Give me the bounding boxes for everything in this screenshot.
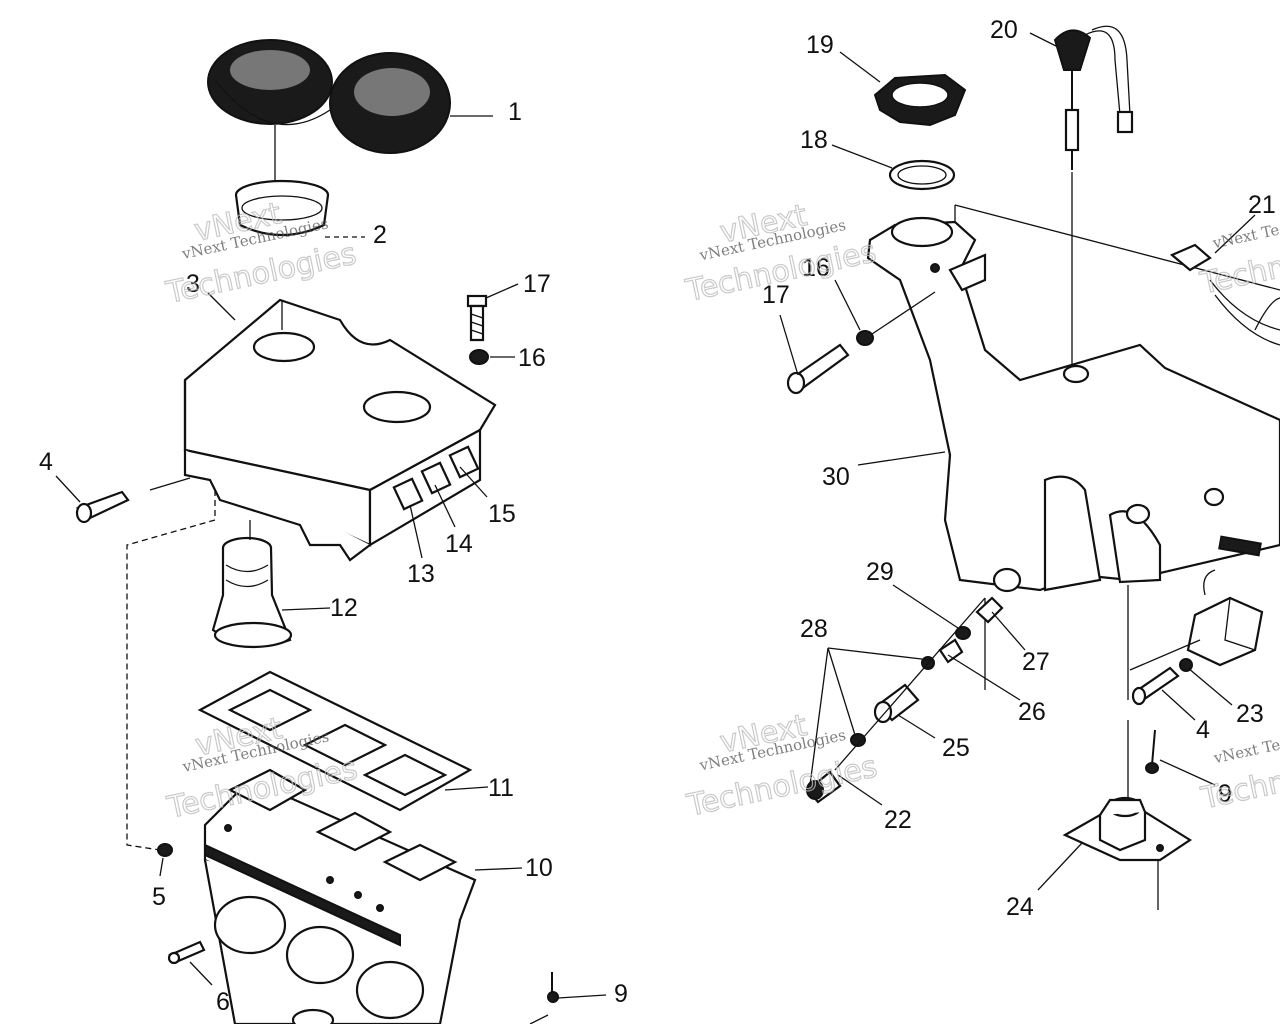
ring-adapter-part <box>234 179 330 237</box>
callout-9-left: 9 <box>614 980 628 1008</box>
callout-21: 21 <box>1248 191 1276 219</box>
bolt-part-right <box>786 330 874 395</box>
callout-leaders <box>55 32 1256 999</box>
fitting-part-6 <box>167 940 206 965</box>
fuel-line-fittings <box>806 596 1004 804</box>
watermark-right-bottom: vNext Te Techn <box>1197 735 1280 817</box>
callout-14: 14 <box>445 530 473 558</box>
callout-6: 6 <box>216 988 230 1016</box>
callout-12: 12 <box>330 594 358 622</box>
callout-16-right: 16 <box>802 254 830 282</box>
airbox-cover-part <box>183 298 497 562</box>
callout-11: 11 <box>488 774 514 802</box>
callout-15: 15 <box>488 500 516 528</box>
svg-text:vNext Te: vNext Te <box>1210 221 1280 253</box>
callout-2: 2 <box>373 221 387 249</box>
callout-19: 19 <box>806 31 834 59</box>
foam-filter-part <box>207 39 451 154</box>
intake-boot-part <box>211 536 293 649</box>
callout-17-left: 17 <box>523 270 551 298</box>
callout-20: 20 <box>990 16 1018 44</box>
level-sender-part <box>1053 25 1134 170</box>
callout-28: 28 <box>800 615 828 643</box>
airbox-base-part <box>203 768 477 1024</box>
callout-22: 22 <box>884 806 912 834</box>
tank-cap-part <box>873 73 967 127</box>
clip-part-9-left <box>529 972 559 1024</box>
sensor-box-part <box>1129 569 1264 706</box>
callout-4-right: 4 <box>1196 716 1210 744</box>
callout-9-right: 9 <box>1218 780 1232 808</box>
callout-13: 13 <box>407 560 435 588</box>
cap-seal-part <box>888 159 956 191</box>
callout-16-left: 16 <box>518 344 546 372</box>
callout-17-right: 17 <box>762 281 790 309</box>
callout-4-left: 4 <box>39 448 53 476</box>
callout-27: 27 <box>1022 648 1050 676</box>
callout-3: 3 <box>186 270 200 298</box>
rivet-part-5 <box>157 843 173 857</box>
callout-24: 24 <box>1006 893 1034 921</box>
callout-23: 23 <box>1236 700 1264 728</box>
oil-tank-part <box>866 204 1280 593</box>
watermark-center-top: vNext vNext Technologies Technologies <box>682 197 880 309</box>
callout-30: 30 <box>822 463 850 491</box>
bolt-part-left <box>466 294 489 365</box>
mount-bracket-part <box>1062 796 1193 862</box>
callout-26: 26 <box>1018 698 1046 726</box>
callout-10: 10 <box>525 854 553 882</box>
gasket-plate-part <box>197 670 473 812</box>
vent-fitting-part <box>1169 243 1280 346</box>
callout-29: 29 <box>866 558 894 586</box>
svg-text:vNext Te: vNext Te <box>1211 735 1280 767</box>
watermark-left-bottom: vNext vNext Technologies Technologies <box>163 710 361 826</box>
callout-18: 18 <box>800 126 828 154</box>
bolt-part-4-left <box>75 490 130 524</box>
callout-25: 25 <box>942 734 970 762</box>
callout-5: 5 <box>152 883 166 911</box>
svg-text:Techn: Techn <box>1198 764 1280 816</box>
clip-part-9-right <box>1145 729 1159 774</box>
callout-1: 1 <box>508 98 522 126</box>
